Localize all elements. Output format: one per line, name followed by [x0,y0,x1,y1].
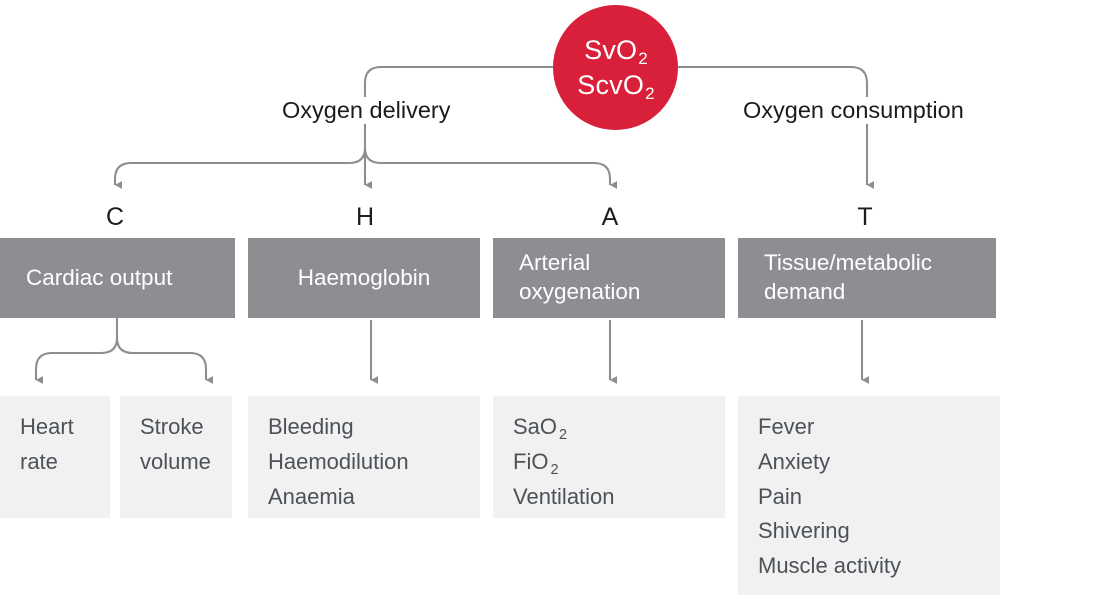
root-line-scvo2: ScvO2 [577,69,655,103]
arterial-cause-3: Ventilation [513,483,615,509]
haemoglobin-cause-3: Anaemia [268,483,355,509]
root-node-svo2: SvO2 ScvO2 [553,5,678,130]
box-stroke-volume: Stroke volume [120,396,232,518]
demand-cause-3: Pain [758,483,803,509]
stroke-volume-line-2: volume [140,448,211,474]
heart-rate-line-1: Heart [20,414,74,439]
wire-root-to-delivery [363,65,553,97]
box-haemoglobin: Haemoglobin [248,238,480,318]
wire-cardiac-to-stroke-volume [115,337,213,384]
wire-delivery-to-a [363,147,617,189]
box-haemoglobin-causes: Bleeding Haemodilution Anaemia [248,396,480,518]
box-heart-rate: Heart rate [0,396,110,518]
wire-delivery-to-c [113,147,367,189]
box-tissue-metabolic-demand-label: Tissue/metabolic demand [764,250,932,304]
branch-label-oxygen-consumption: Oxygen consumption [736,97,971,124]
box-haemoglobin-label: Haemoglobin [297,264,431,290]
box-demand-causes: Fever Anxiety Pain Shivering Muscle acti… [738,396,1000,595]
stroke-volume-line-1: Stroke [140,414,204,439]
demand-cause-2: Anxiety [758,448,831,474]
haemoglobin-cause-2: Haemodilution [268,448,409,474]
mnemonic-letter-c: C [105,203,125,231]
demand-cause-4: Shivering [758,518,850,544]
box-cardiac-output: Cardiac output [0,238,235,318]
box-cardiac-output-label: Cardiac output [26,264,173,290]
heart-rate-line-2: rate [20,448,58,474]
branch-label-oxygen-delivery: Oxygen delivery [275,97,458,124]
box-arterial-oxygenation-label: Arterial oxygenation [519,250,641,304]
demand-cause-1: Fever [758,414,815,439]
wire-cardiac-to-heart-rate [34,337,119,384]
root-line-svo2: SvO2 [584,35,648,69]
demand-cause-5: Muscle activity [758,553,902,578]
wire-root-to-consumption [678,65,869,97]
mnemonic-letter-h: H [355,203,375,231]
mnemonic-letter-t: T [857,203,873,231]
box-arterial-oxygenation: Arterial oxygenation [493,238,725,318]
box-tissue-metabolic-demand: Tissue/metabolic demand [738,238,996,318]
haemoglobin-cause-1: Bleeding [268,414,354,439]
mnemonic-letter-a: A [601,203,619,231]
